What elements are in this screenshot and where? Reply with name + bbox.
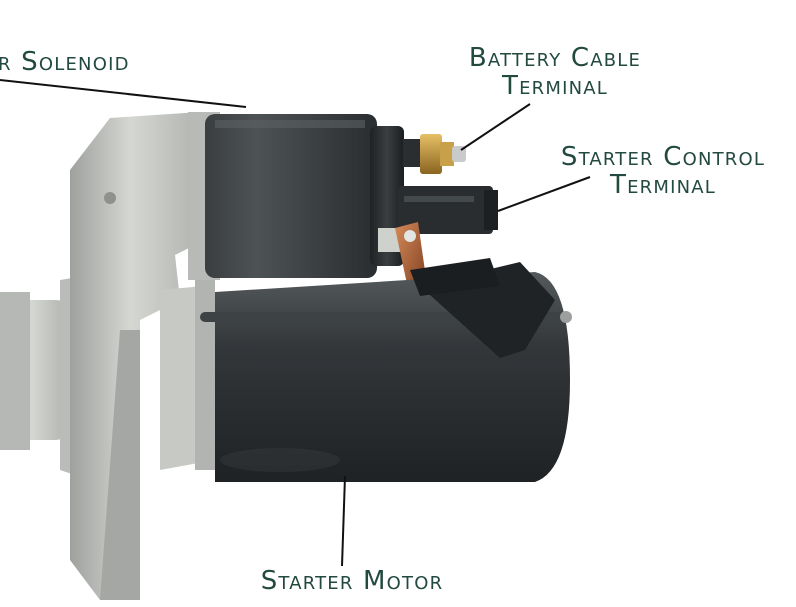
- starter-control-terminal: [398, 186, 498, 234]
- control-label-line2: Terminal: [609, 170, 716, 200]
- starter-motor-label: Starter Motor: [222, 567, 482, 595]
- control-leader-line: [497, 176, 591, 212]
- battery-cable-terminal-label: Battery Cable Terminal: [440, 44, 670, 100]
- motor-leader-line: [341, 475, 346, 567]
- solenoid-label-text: r Solenoid: [0, 47, 130, 77]
- solenoid-label: r Solenoid: [0, 48, 130, 76]
- battery-label-line1: Battery Cable: [468, 43, 642, 73]
- drive-housing: [0, 112, 215, 600]
- starter-motor-body: [200, 258, 572, 482]
- starter-control-terminal-label: Starter Control Terminal: [530, 143, 796, 199]
- motor-label-text: Starter Motor: [260, 566, 444, 596]
- control-label-line1: Starter Control: [560, 142, 766, 172]
- battery-leader-line: [460, 103, 531, 151]
- solenoid: [188, 112, 404, 280]
- battery-label-line2: Terminal: [501, 71, 608, 101]
- solenoid-leader-line: [0, 79, 247, 108]
- battery-cable-terminal: [403, 134, 466, 174]
